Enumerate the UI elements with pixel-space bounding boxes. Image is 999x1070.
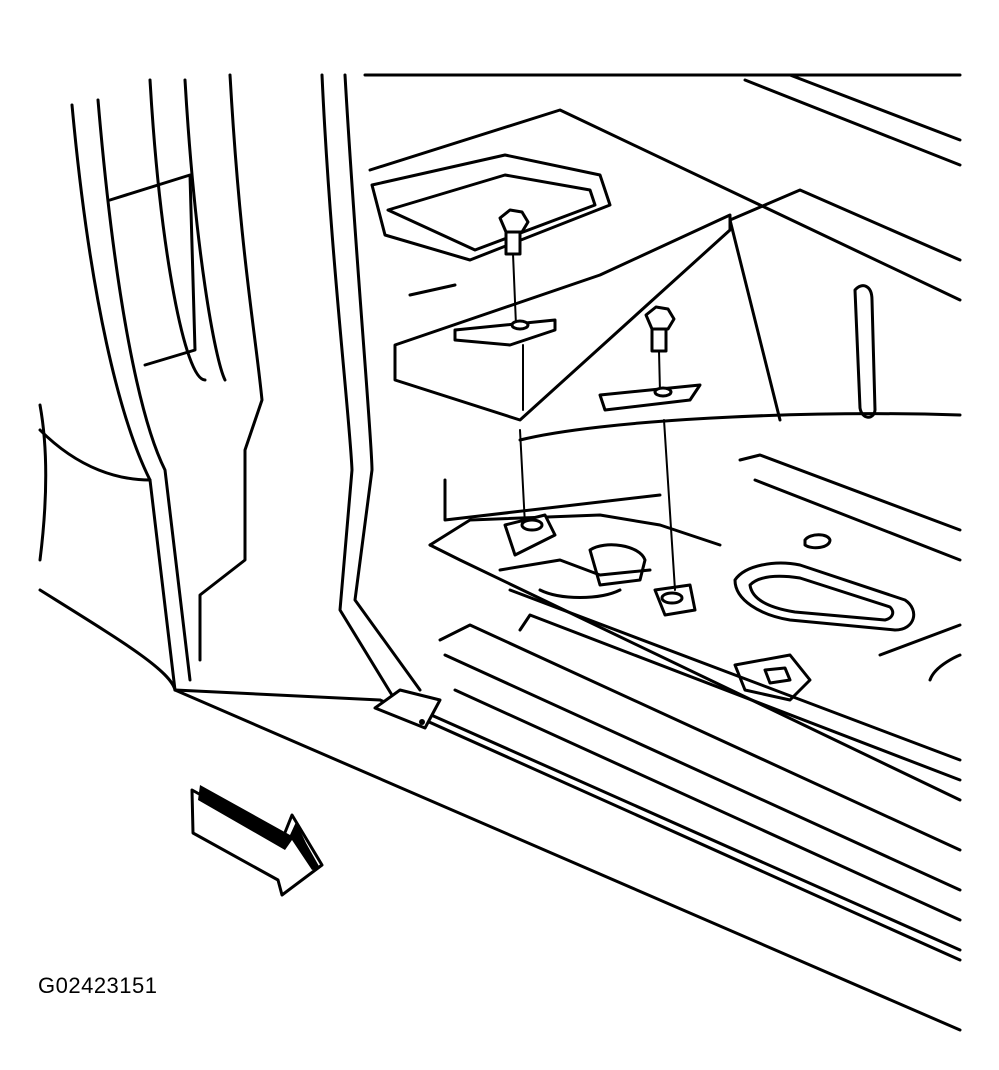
door-pillar [70, 73, 422, 702]
rocker-sill [173, 543, 962, 1032]
main-floor-pan [518, 412, 962, 702]
bolt-holes [510, 319, 684, 605]
forward-direction-arrow-icon [190, 785, 324, 897]
upper-left-bolt [498, 208, 530, 326]
alignment-lines [519, 344, 676, 591]
seat-bracket [393, 213, 732, 547]
rear-floor-panel [363, 73, 962, 422]
upper-right-bolt [644, 305, 676, 393]
body-side-panel [38, 403, 177, 692]
figure-id-label: G02423151 [38, 973, 158, 998]
